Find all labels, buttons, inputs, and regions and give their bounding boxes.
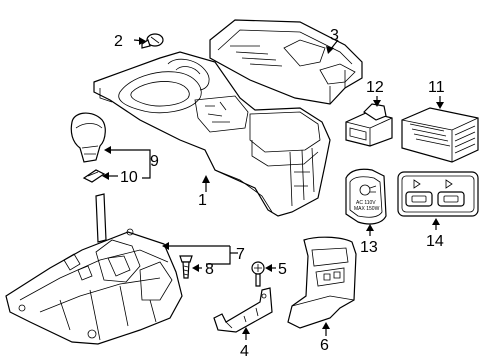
part-3-upper-tray	[209, 19, 363, 105]
callout-13: 13	[360, 239, 378, 256]
callout-8: 8	[205, 261, 214, 278]
part-4-bracket	[213, 287, 273, 333]
callout-2: 2	[114, 33, 123, 50]
part-13-power-outlet: AC 110V MAX 150W	[345, 168, 387, 225]
part-10-clip	[82, 169, 106, 183]
callout-11: 11	[428, 79, 445, 96]
part-5-screw	[251, 261, 265, 287]
callout-4: 4	[240, 343, 249, 360]
part-14-usb-panel	[397, 171, 479, 217]
part-2-screw	[141, 33, 164, 49]
part-9-shift-knob	[70, 112, 106, 163]
callout-6: 6	[320, 337, 329, 354]
callout-3: 3	[330, 27, 339, 44]
callout-7: 7	[236, 246, 245, 263]
part-12-connector	[345, 103, 393, 147]
part-6-rear-panel	[287, 236, 357, 329]
outlet-rating-line2: MAX 150W	[354, 206, 380, 212]
callout-10: 10	[120, 169, 138, 186]
callout-5: 5	[278, 261, 287, 278]
part-8-bolt	[179, 255, 193, 279]
callout-12: 12	[366, 79, 384, 96]
callout-1: 1	[198, 192, 207, 209]
part-1-console-body	[93, 51, 331, 217]
callout-9: 9	[150, 153, 159, 170]
part-11-module	[401, 107, 479, 163]
shifter-mechanism	[5, 193, 183, 345]
outlet-rating-line1: AC 110V	[356, 200, 376, 206]
callout-14: 14	[426, 233, 444, 250]
